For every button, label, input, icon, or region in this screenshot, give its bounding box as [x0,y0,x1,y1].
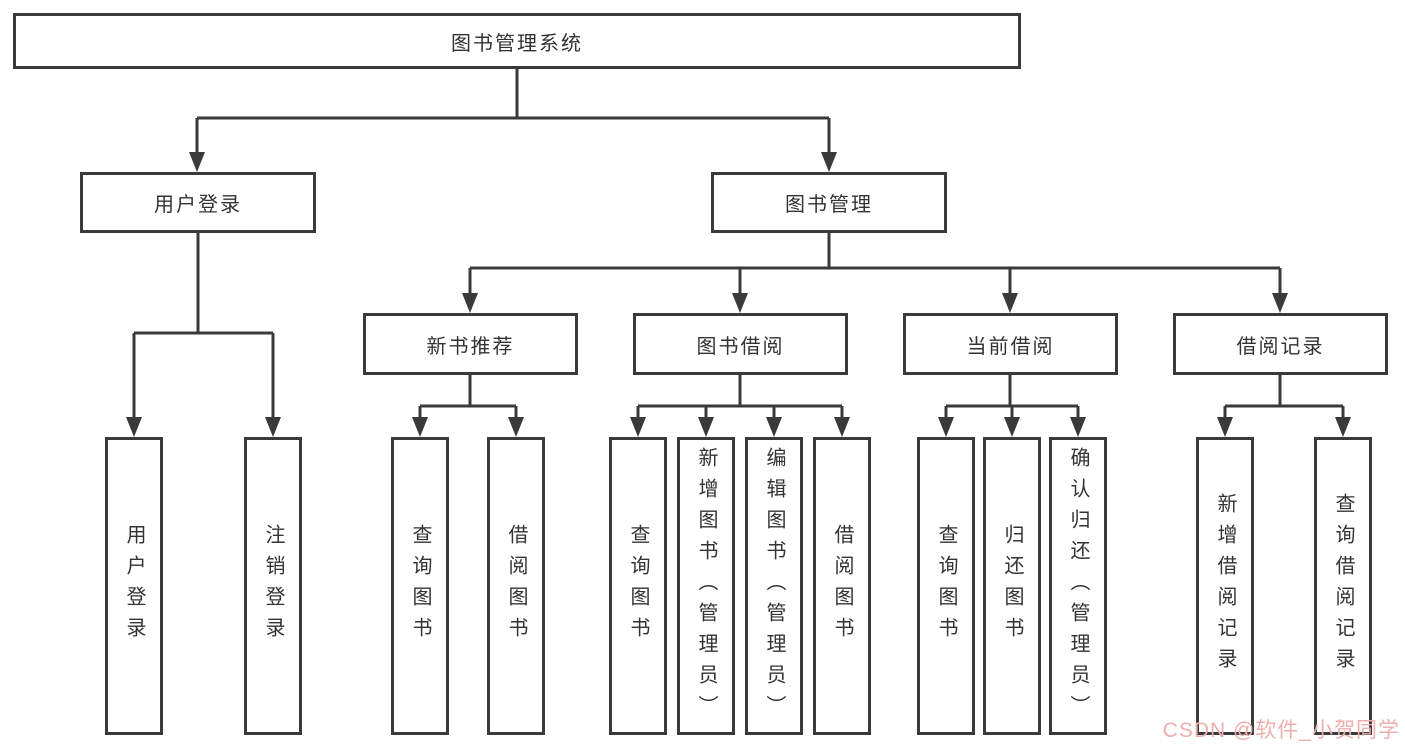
node-label: 借阅记录 [1236,335,1325,358]
node-label: 图书管理 [785,194,873,216]
arrowheads [126,152,1351,437]
leaf-borrow-books-recommend: 借阅图书 [487,437,545,735]
node-label: 新书推荐 [426,335,515,358]
node-label: 图书管理系统 [451,32,583,55]
node-label: 当前借阅 [966,335,1055,358]
node-book-management: 图书管理 [711,172,947,233]
leaf-user-login: 用户登录 [105,437,163,735]
tree-edges [132,68,1345,418]
node-user-login: 用户登录 [80,172,316,233]
node-new-book-recommendation: 新书推荐 [363,313,578,375]
leaf-add-borrow-record: 新增借阅记录 [1196,437,1254,735]
node-label: 新增借阅记录 [1214,493,1236,679]
node-label: 借阅图书 [505,524,527,648]
node-current-borrowing: 当前借阅 [903,313,1118,375]
leaf-logout: 注销登录 [244,437,302,735]
leaf-borrow-books: 借阅图书 [813,437,871,735]
node-label: 编辑图书（管理员） [763,446,785,726]
csdn-watermark: CSDN @软件_小贺同学 [1162,719,1400,742]
node-label: 新增图书（管理员） [695,446,717,726]
node-book-borrowing: 图书借阅 [633,313,848,375]
leaf-query-books-current: 查询图书 [917,437,975,735]
node-label: 图书借阅 [696,335,785,358]
node-label: 查询图书 [409,524,431,648]
node-label: 归还图书 [1001,524,1023,648]
node-label: 用户登录 [154,194,242,216]
node-borrowing-records: 借阅记录 [1173,313,1388,375]
node-label: 查询图书 [627,524,649,648]
leaf-confirm-return-admin: 确认归还（管理员） [1049,437,1107,735]
leaf-query-books-borrow: 查询图书 [609,437,667,735]
node-label: 查询图书 [935,524,957,648]
node-library-management-system: 图书管理系统 [13,13,1021,69]
node-label: 用户登录 [123,524,145,648]
leaf-query-books-recommend: 查询图书 [391,437,449,735]
node-label: 查询借阅记录 [1332,493,1354,679]
leaf-edit-books-admin: 编辑图书（管理员） [745,437,803,735]
leaf-return-books: 归还图书 [983,437,1041,735]
leaf-query-borrow-record: 查询借阅记录 [1314,437,1372,735]
node-label: 注销登录 [262,524,284,648]
node-label: 确认归还（管理员） [1067,446,1089,726]
node-label: 借阅图书 [831,524,853,648]
leaf-add-books-admin: 新增图书（管理员） [677,437,735,735]
